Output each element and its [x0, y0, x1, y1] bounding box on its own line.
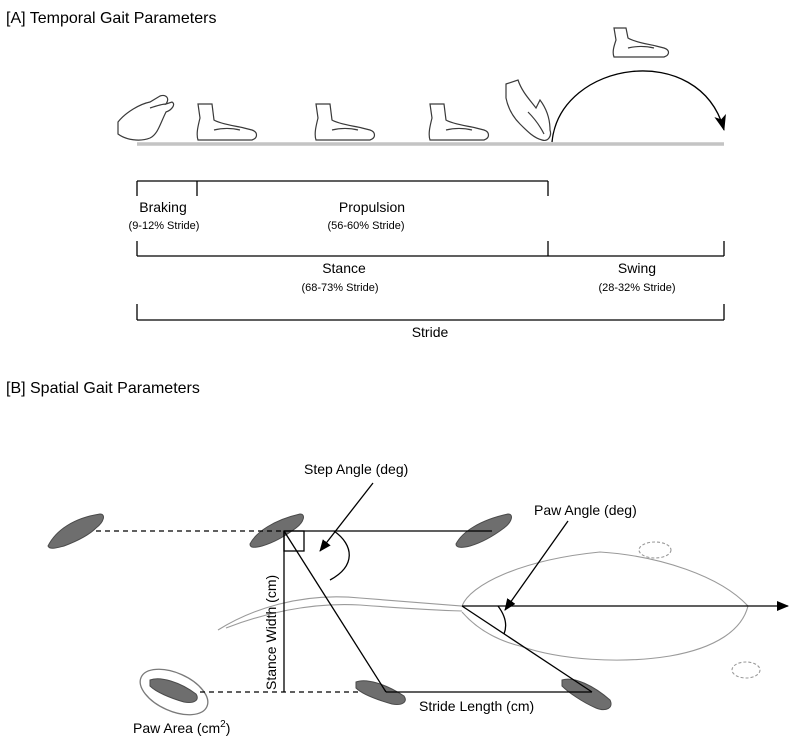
panel-b-title: [B] Spatial Gait Parameters: [6, 380, 200, 397]
stride-bracket: [136, 304, 725, 321]
stance-width-label: Stance Width (cm): [263, 575, 279, 690]
braking-range: (9-12% Stride): [129, 220, 200, 232]
paw-angle-pointer: [504, 520, 569, 611]
paw-print-lower-mid-icon: [355, 680, 406, 705]
step-angle-pointer: [319, 482, 374, 552]
foot-swing-icon: [612, 27, 670, 58]
panel-a-title: [A] Temporal Gait Parameters: [6, 10, 216, 27]
paw-area-text: Paw Area (cm: [133, 720, 220, 736]
swing-label: Swing: [618, 260, 656, 276]
paw-print-area-icon: [149, 678, 198, 703]
paw-area-outline: [139, 668, 209, 716]
step-geometry: [283, 530, 593, 693]
stride-length-label: Stride Length (cm): [419, 698, 534, 714]
stance-range: (68-73% Stride): [301, 282, 378, 294]
foot-stance-3-icon: [428, 103, 490, 141]
propulsion-bracket: [197, 180, 549, 196]
foot-stance-1-icon: [196, 103, 258, 141]
mouse-body-outline: [217, 541, 761, 679]
paw-area-close: ): [226, 720, 231, 736]
braking-bracket: [136, 180, 198, 196]
foot-toe-off-icon: [505, 79, 552, 141]
paw-print-lower-right-icon: [561, 678, 612, 711]
propulsion-range: (56-60% Stride): [327, 220, 404, 232]
propulsion-label: Propulsion: [339, 199, 405, 215]
foot-braking-icon: [117, 94, 175, 141]
stride-label: Stride: [412, 324, 449, 340]
paw-area-superscript: 2: [220, 719, 226, 730]
swing-bracket: [548, 241, 725, 257]
braking-label: Braking: [139, 199, 186, 215]
paw-area-label: Paw Area (cm2): [133, 719, 230, 736]
swing-range: (28-32% Stride): [598, 282, 675, 294]
step-angle-label: Step Angle (deg): [304, 461, 408, 477]
stance-label: Stance: [322, 260, 366, 276]
paw-angle-label: Paw Angle (deg): [534, 502, 637, 518]
paw-print-left-hind-icon: [47, 513, 104, 549]
swing-arc-arrow: [551, 70, 726, 143]
foot-stance-2-icon: [314, 103, 376, 141]
stance-bracket: [136, 241, 549, 257]
